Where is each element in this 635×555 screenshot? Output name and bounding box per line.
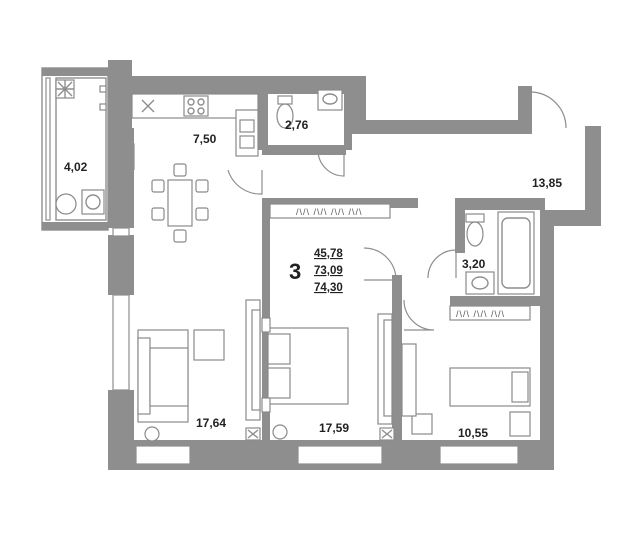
wardrobe-small-mark: /\/\ /\/\ /\/\ (456, 309, 505, 319)
bedroom-main-door (363, 247, 397, 281)
living-area-total: 45,78 (314, 248, 343, 260)
closet-small-icon (401, 343, 417, 417)
floor-lamp-icon (144, 426, 160, 442)
balcony-door (107, 143, 135, 171)
dining-table-icon (151, 163, 209, 243)
area-kitchen: 7,50 (193, 132, 217, 146)
rooms-count: 3 (289, 259, 301, 284)
kitchen-door (227, 169, 263, 195)
washer-icon (81, 189, 105, 215)
total-area: 73,09 (314, 265, 343, 277)
kitchen-furniture (131, 93, 259, 157)
area-balcony: 4,02 (64, 160, 88, 174)
living-room-furniture (137, 299, 261, 442)
bath-sink-icon (465, 271, 495, 295)
area-living-room: 17,64 (196, 416, 226, 430)
area-bedroom-small: 10,55 (458, 426, 488, 440)
area-bedroom-main: 17,59 (319, 421, 349, 435)
total-area-with-balcony: 74,30 (314, 282, 343, 294)
area-hallway: 13,85 (532, 176, 562, 190)
bathroom-fixtures (465, 211, 535, 295)
wardrobe-main-mark: /\/\ /\/\ /\/\ /\/\ (296, 207, 363, 217)
area-bathroom: 3,20 (462, 257, 486, 271)
wc-fixtures (276, 89, 343, 129)
wc-door (317, 149, 345, 177)
wardrobe-small-icon (449, 305, 531, 321)
doors (107, 91, 567, 331)
bedroom-lamp-icon (272, 424, 288, 440)
coffee-table-icon (193, 329, 225, 361)
balcony-furniture (55, 79, 107, 215)
area-wc: 2,76 (285, 118, 309, 132)
wardrobe-main-icon (269, 203, 391, 219)
bedroom-main-furniture (261, 203, 395, 441)
stove-icon (183, 95, 209, 117)
kitchen-sink-icon (141, 99, 155, 113)
toilet-icon (277, 95, 293, 105)
bath-toilet-icon (465, 213, 485, 223)
wc-sink-icon (317, 89, 343, 111)
walls (41, 60, 601, 470)
bedroom-small-furniture (401, 305, 531, 437)
desk-chair-icon (509, 411, 531, 437)
bathroom-door (427, 249, 457, 279)
hallway-entry-door (529, 91, 567, 129)
bedroom-small-door (403, 299, 435, 331)
bathtub-icon (497, 211, 535, 295)
balcony-chair-icon (55, 193, 77, 215)
